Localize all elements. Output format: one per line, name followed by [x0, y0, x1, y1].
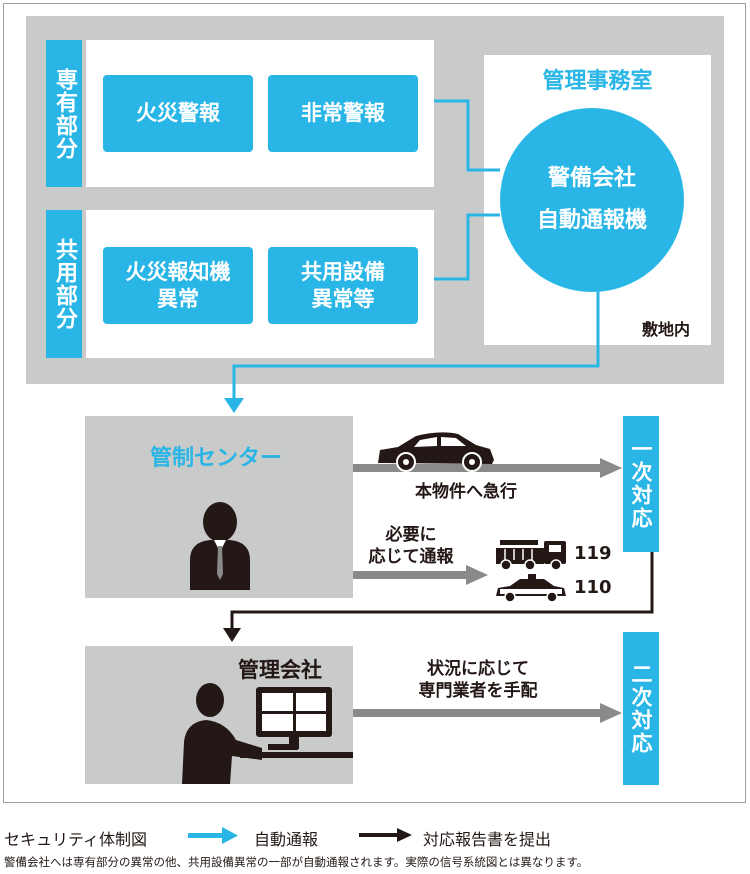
footnote: 警備会社へは専有部分の異常の他、共用設備異常の一部が自動通報されます。実際の信号…	[4, 855, 589, 869]
auto-arrowhead-center	[224, 398, 244, 413]
auto-line-kyoyo	[434, 213, 500, 281]
shared-equipment-line1: 共用設備	[301, 259, 385, 284]
second-response: 二次対応	[623, 632, 659, 785]
legend-report-label: 対応報告書を提出	[423, 830, 552, 849]
legend-report-arrow	[359, 828, 412, 842]
device-line1: 警備会社	[547, 166, 636, 191]
arrange-label: 状況に応じて 専門業者を手配	[378, 658, 578, 702]
report-label: 必要に 応じて通報	[355, 524, 467, 568]
legend-auto-label: 自動通報	[254, 830, 319, 849]
fire-number: 119	[574, 543, 612, 564]
diagram-frame	[3, 3, 746, 803]
emergency-alarm-box: 非常警報	[268, 75, 418, 152]
report-arrow-shaft	[353, 571, 471, 579]
shared-equipment-box: 共用設備 異常等	[268, 247, 418, 324]
office-title: 管理事務室	[542, 69, 653, 94]
police-number: 110	[574, 577, 612, 598]
legend-auto: 自動通報	[254, 826, 318, 850]
report-arrowhead-company	[223, 628, 241, 642]
sedan-car-icon	[378, 432, 494, 472]
rush-label: 本物件へ急行	[415, 482, 517, 502]
report-line-to-company	[230, 552, 654, 632]
premises-label: 敷地内	[642, 320, 691, 339]
auto-line-to-center	[232, 288, 600, 402]
worker-monitor-icon	[182, 683, 353, 784]
arrange-label-line1: 状況に応じて	[427, 659, 529, 679]
fire-detector-line1: 火災報知機	[125, 259, 231, 284]
legend-report: 対応報告書を提出	[423, 826, 551, 850]
senyu-label: 専有部分	[46, 40, 82, 187]
fire-alarm-box: 火災警報	[103, 75, 253, 152]
fire-truck-icon	[496, 540, 566, 571]
legend-title: セキュリティ体制図	[4, 830, 148, 849]
auto-line-senyu	[434, 99, 500, 172]
arrange-arrow-shaft	[353, 709, 605, 717]
report-arrow-head	[466, 565, 488, 585]
management-company-title: 管理会社	[238, 658, 322, 682]
shared-equipment-line2: 異常等	[311, 286, 375, 311]
arrange-label-line2: 専門業者を手配	[418, 681, 538, 701]
kyoyo-label: 共用部分	[46, 210, 82, 358]
first-response: 一次対応	[623, 416, 659, 552]
report-label-line2: 応じて通報	[368, 547, 454, 567]
auto-report-device: 警備会社 自動通報機	[500, 108, 684, 292]
device-line2: 自動通報機	[536, 208, 647, 233]
arrange-arrow-head	[600, 703, 622, 723]
fire-detector-line2: 異常	[157, 286, 199, 311]
operator-person-icon	[190, 502, 250, 590]
legend: セキュリティ体制図	[4, 826, 147, 850]
legend-auto-arrow	[188, 827, 238, 844]
fire-detector-box: 火災報知機 異常	[103, 247, 253, 324]
police-car-icon	[496, 574, 566, 603]
rush-arrow-head	[600, 458, 622, 478]
control-center-title: 管制センター	[150, 446, 283, 471]
report-label-line1: 必要に	[385, 525, 437, 545]
